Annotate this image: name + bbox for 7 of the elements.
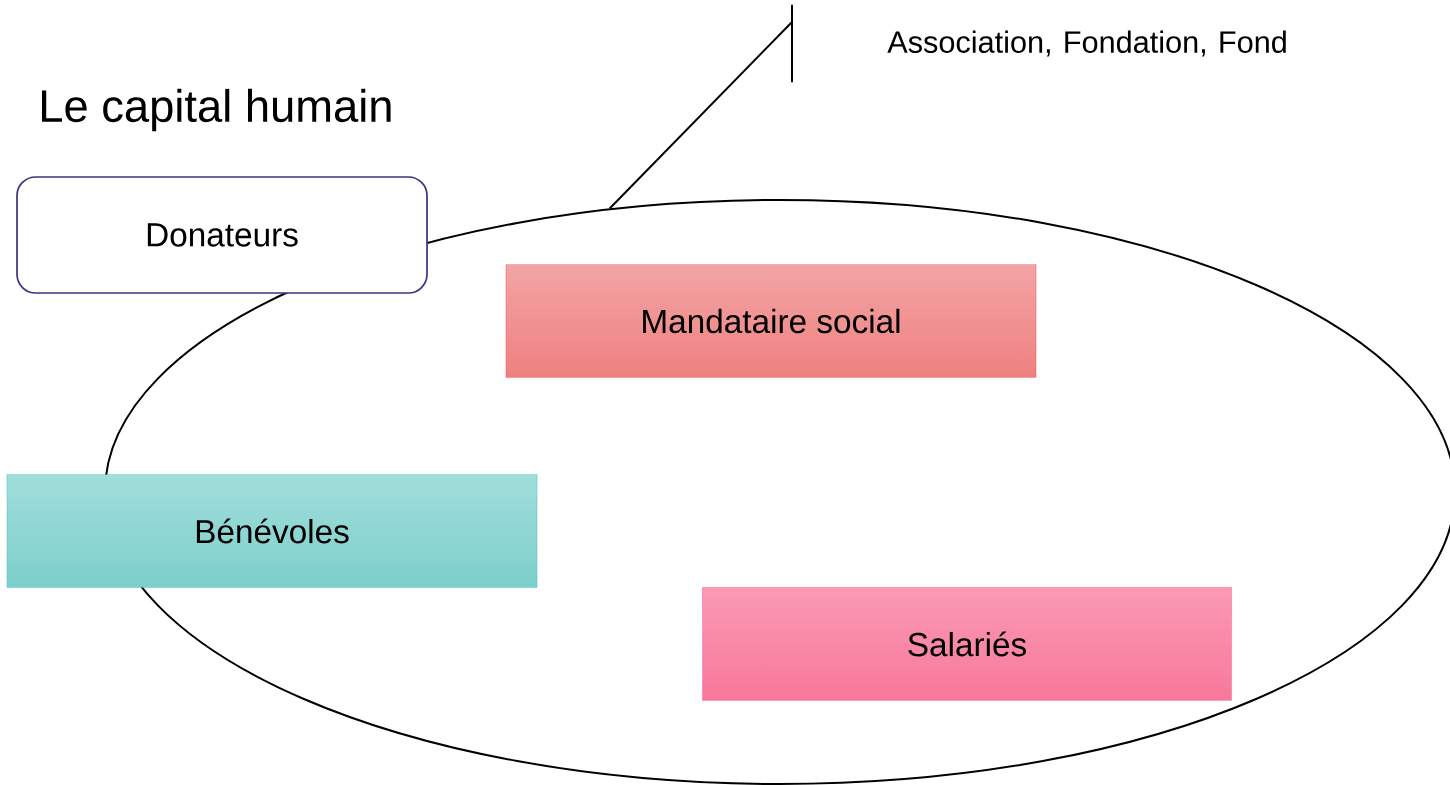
process-box: Mandataire social xyxy=(505,264,1037,378)
title: Le capital humain xyxy=(42,88,391,132)
process-box: Salariés xyxy=(702,587,1232,701)
process-box: Bénévoles xyxy=(6,474,538,588)
callout-text: Association, Fondation, Fond xyxy=(791,3,1286,84)
rounded-box: Donateurs xyxy=(16,176,428,294)
leader-line xyxy=(608,21,793,210)
